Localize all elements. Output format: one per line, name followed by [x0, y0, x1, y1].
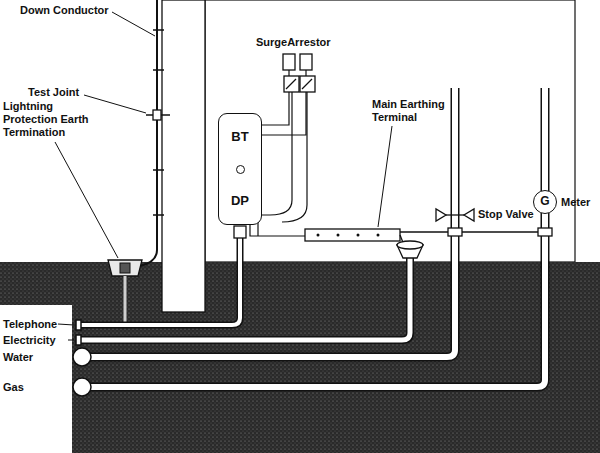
line-art — [86, 88, 455, 357]
surge-arrestor — [283, 54, 315, 92]
line-art — [78, 238, 240, 325]
distribution-point-box: BT DP — [218, 113, 262, 225]
callout-label: Down Conductor — [20, 4, 120, 17]
test-joint — [146, 110, 170, 120]
line-art — [86, 88, 455, 357]
callout-label: SurgeArrestor — [256, 36, 346, 49]
line-art — [78, 238, 240, 325]
line-art — [120, 263, 130, 273]
line-art — [153, 29, 164, 31]
line-art — [448, 228, 462, 236]
service-label: Water — [3, 351, 73, 364]
leader-lines — [55, 12, 392, 340]
stop-valve — [436, 209, 474, 221]
callout-label: Lightning Protection Earth Termination — [3, 100, 95, 140]
line-art — [283, 54, 295, 70]
line-art — [68, 340, 74, 341]
node-text: G — [540, 195, 549, 208]
gas-meter-circle: G — [533, 190, 557, 214]
line-art — [86, 88, 545, 387]
cable-gland — [234, 226, 246, 238]
node-text: DP — [231, 194, 249, 208]
line-art — [73, 378, 91, 396]
line-art — [258, 92, 292, 236]
service-label: Electricity — [3, 334, 73, 347]
building-wall — [205, 0, 575, 262]
node-text: BT — [231, 130, 248, 144]
line-art — [300, 54, 312, 70]
line-art — [282, 92, 307, 222]
service-label: Gas — [3, 381, 73, 394]
line-art — [112, 12, 155, 36]
line-art — [153, 169, 164, 171]
line-art — [436, 209, 446, 221]
service-label: Telephone — [3, 318, 73, 331]
electricity-service-head — [397, 235, 423, 258]
line-art — [78, 258, 410, 340]
line-art — [461, 231, 539, 232]
down-conductor — [140, 0, 164, 266]
line-art — [250, 225, 305, 236]
line-art — [78, 258, 410, 340]
line-art — [397, 241, 423, 249]
line-art — [153, 214, 164, 216]
line-art — [357, 234, 360, 237]
line-art — [538, 228, 552, 236]
line-art — [378, 126, 392, 227]
callout-label: Meter — [561, 196, 599, 209]
line-art — [76, 320, 81, 330]
line-art — [76, 335, 81, 345]
line-art — [286, 79, 296, 89]
line-art — [317, 234, 320, 237]
line-art — [302, 79, 312, 89]
line-art — [84, 95, 146, 113]
callout-label: Test Joint — [28, 86, 88, 99]
wall-pillar — [162, 0, 205, 312]
line-art — [305, 229, 400, 241]
line-art — [108, 260, 142, 276]
earth-termination-pit — [108, 260, 142, 328]
line-art — [400, 231, 449, 232]
screw-circle — [236, 165, 245, 174]
line-art — [73, 348, 91, 366]
line-art — [140, 0, 157, 266]
callout-label: Main Earthing Terminal — [372, 98, 464, 124]
line-art — [58, 324, 74, 325]
pipe-ends — [73, 320, 91, 396]
line-art — [86, 88, 545, 387]
service-pipes — [78, 88, 545, 387]
line-art — [124, 276, 127, 328]
bonding-conductor — [400, 228, 552, 236]
line-art — [55, 142, 118, 258]
line-art — [446, 214, 464, 215]
line-art — [300, 76, 315, 92]
line-art — [284, 76, 299, 92]
line-art — [153, 110, 161, 120]
line-art — [464, 209, 474, 221]
line-art — [377, 234, 380, 237]
main-earthing-terminal-bar — [305, 229, 400, 241]
line-art — [337, 234, 340, 237]
line-art — [153, 69, 164, 71]
